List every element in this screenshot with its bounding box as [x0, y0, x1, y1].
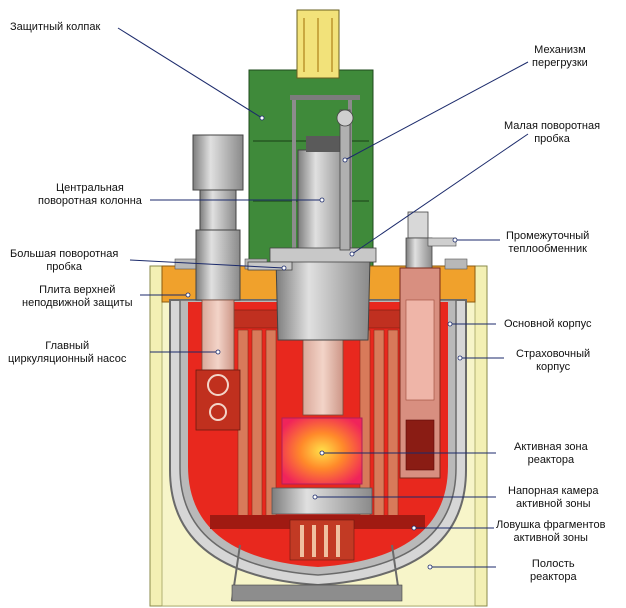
- leader-dots: [185, 115, 463, 570]
- label-central-rotating-column-line2: поворотная колонна: [38, 195, 142, 207]
- label-upper-fixed-shield-plate-line2: неподвижной защиты: [22, 297, 133, 309]
- label-guard-vessel-line1: Страховочный: [516, 348, 591, 360]
- label-reactor-cavity-line2: реактора: [530, 571, 577, 583]
- base-grid: [231, 584, 403, 602]
- label-reactor-cavity-line1: Полость: [531, 558, 575, 570]
- label-upper-fixed-shield-plate-line1: Плита верхней: [39, 284, 116, 296]
- label-reactor-core-line1: Активная зона: [514, 441, 588, 453]
- label-large-rotating-plug-line2: пробка: [46, 261, 82, 273]
- label-core-catcher-line2: активной зоны: [513, 532, 588, 544]
- label-core-pressure-chamber: Напорная камера активной зоны: [508, 485, 599, 511]
- label-core-catcher: Ловушка фрагментов активной зоны: [496, 519, 605, 545]
- label-refueling-mechanism-line1: Механизм: [534, 44, 586, 56]
- label-small-rotating-plug-line2: пробка: [534, 133, 570, 145]
- label-guard-vessel-line2: корпус: [536, 361, 571, 373]
- label-main-circulation-pump-line2: циркуляционный насос: [8, 353, 127, 365]
- label-intermediate-heat-exchanger-line1: Промежуточный: [506, 230, 590, 242]
- label-core-catcher-line1: Ловушка фрагментов: [496, 519, 606, 531]
- label-large-rotating-plug-line1: Большая поворотная: [10, 248, 119, 260]
- label-intermediate-heat-exchanger-line2: теплообменник: [508, 243, 587, 255]
- label-small-rotating-plug: Малая поворотная пробка: [504, 120, 600, 146]
- label-intermediate-heat-exchanger: Промежуточный теплообменник: [506, 230, 589, 256]
- refueling-mechanism: [336, 109, 354, 251]
- core-catcher: [289, 519, 355, 561]
- label-protective-cap-text: Защитный колпак: [10, 21, 101, 33]
- intermediate-heat-exchanger: [399, 211, 457, 479]
- label-refueling-mechanism: Механизм перегрузки: [532, 44, 588, 70]
- label-central-rotating-column-line1: Центральная: [55, 182, 124, 194]
- leader-lines: [117, 27, 529, 568]
- label-main-circulation-pump-line1: Главный: [45, 340, 90, 352]
- label-upper-fixed-shield-plate: Плита верхней неподвижной защиты: [22, 284, 132, 310]
- label-reactor-core: Активная зона реактора: [514, 441, 588, 467]
- label-guard-vessel: Страховочный корпус: [516, 348, 590, 374]
- label-core-pressure-chamber-line2: активной зоны: [516, 498, 591, 510]
- label-main-circulation-pump: Главный циркуляционный насос: [8, 340, 126, 366]
- label-main-vessel: Основной корпус: [504, 318, 592, 331]
- label-reactor-cavity: Полость реактора: [530, 558, 577, 584]
- main-circulation-pump: [192, 134, 244, 431]
- label-reactor-core-line2: реактора: [527, 454, 575, 466]
- label-protective-cap: Защитный колпак: [10, 21, 100, 34]
- label-large-rotating-plug: Большая поворотная пробка: [10, 248, 118, 274]
- label-core-pressure-chamber-line1: Напорная камера: [508, 485, 599, 497]
- label-small-rotating-plug-line1: Малая поворотная: [504, 120, 601, 132]
- label-refueling-mechanism-line2: перегрузки: [532, 57, 588, 69]
- small-rotating-plug: [269, 247, 377, 341]
- core-pressure-chamber: [271, 487, 373, 515]
- label-main-vessel-text: Основной корпус: [504, 318, 592, 330]
- label-central-rotating-column: Центральная поворотная колонна: [38, 182, 142, 208]
